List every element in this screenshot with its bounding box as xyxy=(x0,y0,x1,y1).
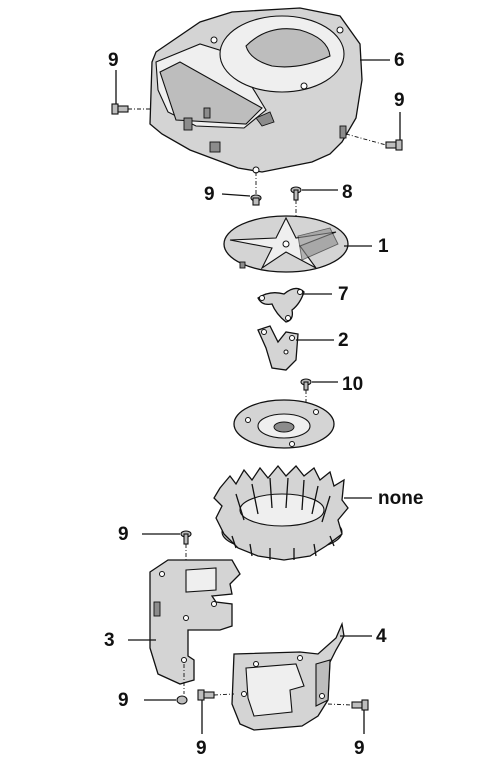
screw-housing-bottom xyxy=(250,194,262,206)
callout-4: 4 xyxy=(376,626,387,647)
screw-right-shroud-right xyxy=(351,699,369,711)
blower-housing xyxy=(149,7,363,174)
leader-line-9c xyxy=(221,193,251,197)
screw-right-shroud-left xyxy=(197,689,215,701)
screw-left-shroud-top xyxy=(180,530,192,545)
callout-2: 2 xyxy=(338,330,349,351)
right-cylinder-shroud xyxy=(231,621,345,731)
starter-cup xyxy=(233,399,335,449)
screw-screen xyxy=(290,186,302,201)
axis-line-9b xyxy=(345,133,387,146)
callout-7: 7 xyxy=(338,284,349,305)
screen-adapter xyxy=(257,325,299,371)
screw-adapter xyxy=(300,378,312,391)
callout-9-right-shroud-left: 9 xyxy=(196,738,207,759)
callout-9-housing-right: 9 xyxy=(394,90,405,111)
callout-5: none xyxy=(378,488,423,509)
callout-9-housing-left: 9 xyxy=(108,50,119,71)
callout-9-housing-bottom: 9 xyxy=(204,184,215,205)
callout-8: 8 xyxy=(342,182,353,203)
axis-line-9g xyxy=(327,703,353,706)
screw-housing-right xyxy=(385,139,403,151)
callout-9-left-shroud-bottom: 9 xyxy=(118,690,129,711)
rotating-screen xyxy=(223,215,349,273)
flywheel-fan xyxy=(213,464,349,561)
screw-housing-left xyxy=(111,103,129,115)
callout-6: 6 xyxy=(394,50,405,71)
left-cylinder-shroud xyxy=(149,559,241,685)
callout-10: 10 xyxy=(342,374,363,395)
callout-1: 1 xyxy=(378,236,389,257)
spring-retainer xyxy=(257,287,305,323)
callout-3: 3 xyxy=(104,630,115,651)
callout-9-left-shroud-top: 9 xyxy=(118,524,129,545)
screw-left-shroud-bottom xyxy=(176,695,188,705)
axis-line-9f xyxy=(213,693,235,696)
callout-9-right-shroud-right: 9 xyxy=(354,738,365,759)
